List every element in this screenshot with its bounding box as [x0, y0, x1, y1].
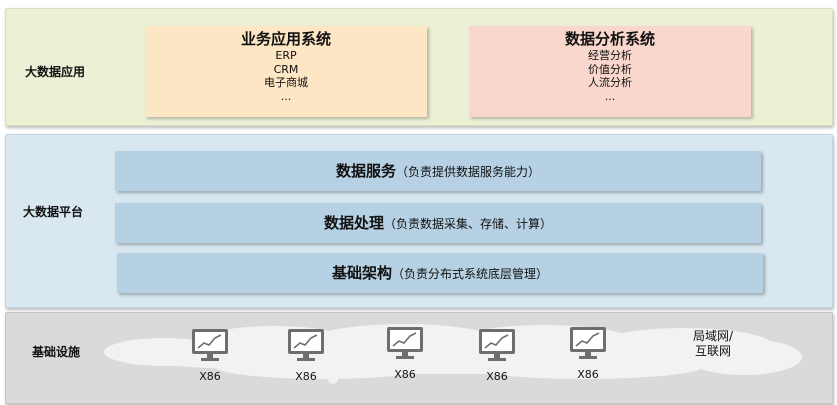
analysis-system-item: 人流分析 [588, 76, 632, 89]
analysis-system-title: 数据分析系统 [564, 30, 655, 48]
business-system-item: ERP [275, 49, 297, 62]
business-system-item: ... [280, 89, 292, 103]
analysis-system-item: 价值分析 [588, 62, 632, 76]
monitor-chart-icon [570, 327, 606, 359]
business-system-title: 业务应用系统 [240, 30, 331, 48]
business-system-box: 业务应用系统 ERP CRM 电子商城 ... [145, 26, 427, 117]
bar-desc: （负责数据采集、存储、计算） [384, 217, 553, 231]
infrastructure-architecture-bar: 基础架构（负责分布式系统底层管理） [117, 253, 763, 293]
monitor-chart-icon [192, 329, 228, 361]
server-label: X86 [486, 370, 508, 383]
network-label-line: 局域网/ [692, 329, 734, 343]
platform-layer-label: 大数据平台 [23, 205, 84, 219]
server-node: X86 [558, 326, 618, 381]
bar-title: 数据处理 [323, 214, 384, 232]
server-node: X86 [467, 328, 527, 383]
application-layer: 大数据应用 业务应用系统 ERP CRM 电子商城 ... 数据分析系统 经营分… [5, 8, 833, 126]
server-node: X86 [180, 328, 240, 383]
network-label: 局域网/ 互联网 [678, 329, 748, 359]
infrastructure-layer-label: 基础设施 [32, 345, 81, 359]
analysis-system-box: 数据分析系统 经营分析 价值分析 人流分析 ... [469, 26, 751, 117]
server-node: X86 [375, 326, 435, 381]
bar-title: 基础架构 [331, 264, 392, 282]
small-cloud-bubble-icon [328, 374, 338, 384]
server-label: X86 [295, 370, 317, 383]
analysis-system-item: 经营分析 [588, 49, 632, 62]
business-system-item: CRM [273, 62, 299, 76]
infrastructure-layer: 基础设施 X86 [5, 312, 833, 404]
monitor-chart-icon [387, 327, 423, 359]
application-layer-label: 大数据应用 [25, 65, 86, 79]
platform-layer: 大数据平台 数据服务（负责提供数据服务能力） 数据处理（负责数据采集、存储、计算… [5, 134, 833, 308]
server-label: X86 [577, 368, 599, 381]
monitor-chart-icon [479, 329, 515, 361]
analysis-system-item: ... [604, 89, 616, 103]
server-node: X86 [276, 328, 336, 383]
business-system-item: 电子商城 [264, 76, 308, 89]
bar-title: 数据服务 [335, 162, 396, 180]
server-label: X86 [394, 368, 416, 381]
data-service-bar: 数据服务（负责提供数据服务能力） [115, 151, 761, 191]
bar-desc: （负责提供数据服务能力） [396, 165, 541, 179]
bar-desc: （负责分布式系统底层管理） [392, 267, 549, 281]
monitor-chart-icon [288, 329, 324, 361]
server-label: X86 [199, 370, 221, 383]
data-processing-bar: 数据处理（负责数据采集、存储、计算） [115, 203, 761, 243]
network-label-line: 互联网 [694, 344, 731, 358]
